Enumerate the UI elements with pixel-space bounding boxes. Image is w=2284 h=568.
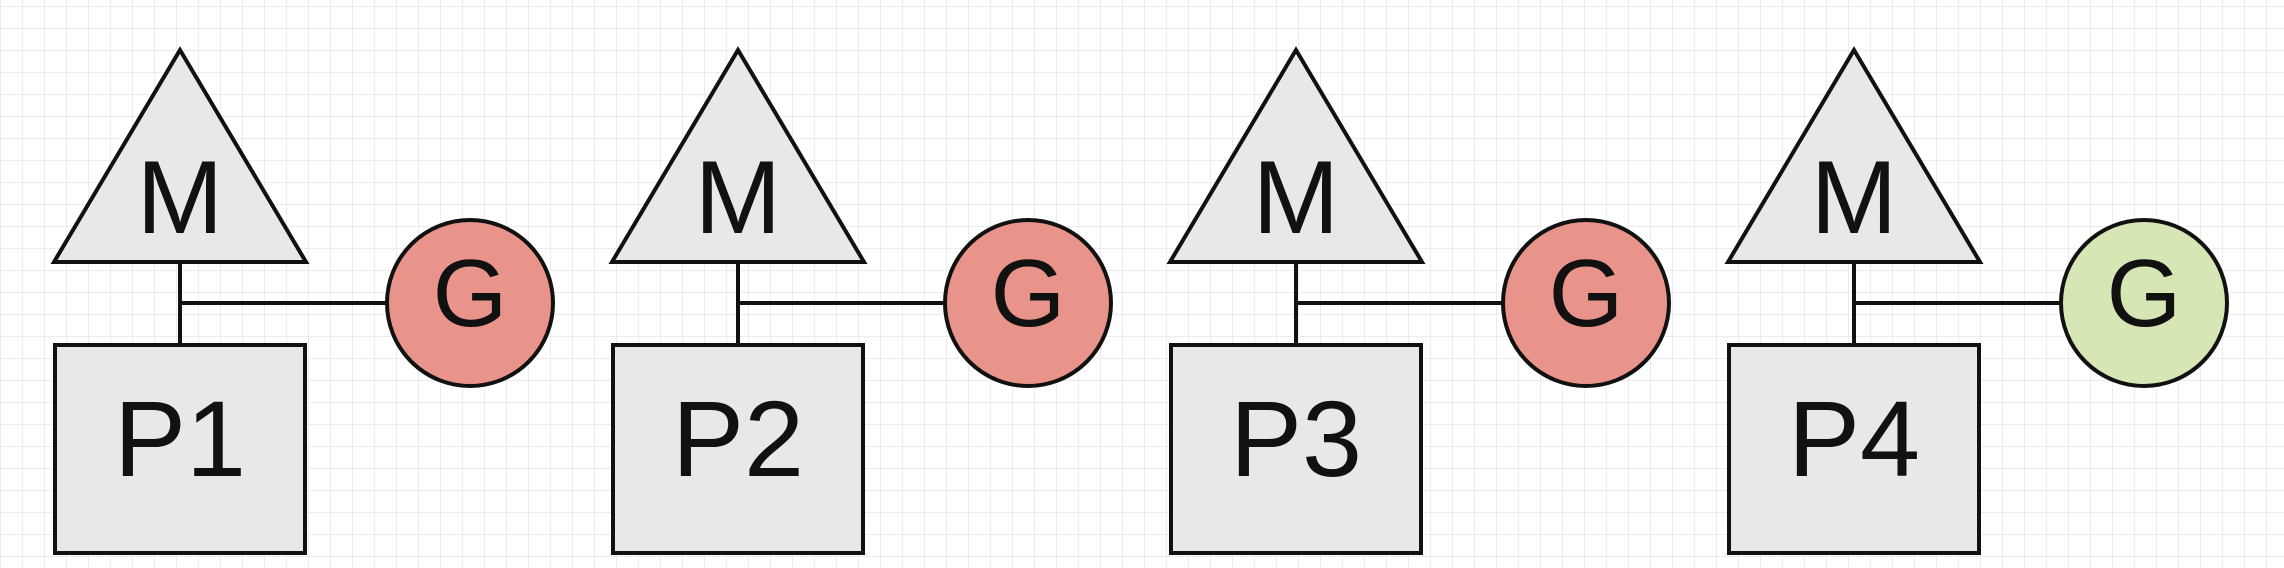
processor-label: P4	[1788, 378, 1920, 499]
machine-triangle	[50, 46, 310, 264]
machine-triangle	[1166, 46, 1426, 264]
machine-triangle	[1724, 46, 1984, 264]
goroutine-label: G	[1549, 240, 1624, 347]
processor-label: P1	[114, 378, 246, 499]
goroutine-circle	[943, 218, 1113, 388]
processor-box	[53, 343, 307, 555]
goroutine-label: G	[433, 240, 508, 347]
goroutine-label: G	[991, 240, 1066, 347]
machine-label: M	[1253, 140, 1340, 256]
goroutine-label: G	[2107, 240, 2182, 347]
processor-label: P2	[672, 378, 804, 499]
mpg-group-1: M P1 G	[50, 46, 555, 555]
processor-label: P3	[1230, 378, 1362, 499]
goroutine-circle	[2059, 218, 2229, 388]
machine-label: M	[695, 140, 782, 256]
goroutine-circle	[385, 218, 555, 388]
goroutine-circle	[1501, 218, 1671, 388]
mpg-group-2: M P2 G	[608, 46, 1113, 555]
machine-label: M	[1811, 140, 1898, 256]
mpg-group-4: M P4 G	[1724, 46, 2229, 555]
processor-box	[1727, 343, 1981, 555]
machine-label: M	[137, 140, 224, 256]
machine-triangle	[608, 46, 868, 264]
mpg-group-3: M P3 G	[1166, 46, 1671, 555]
processor-box	[1169, 343, 1423, 555]
processor-box	[611, 343, 865, 555]
